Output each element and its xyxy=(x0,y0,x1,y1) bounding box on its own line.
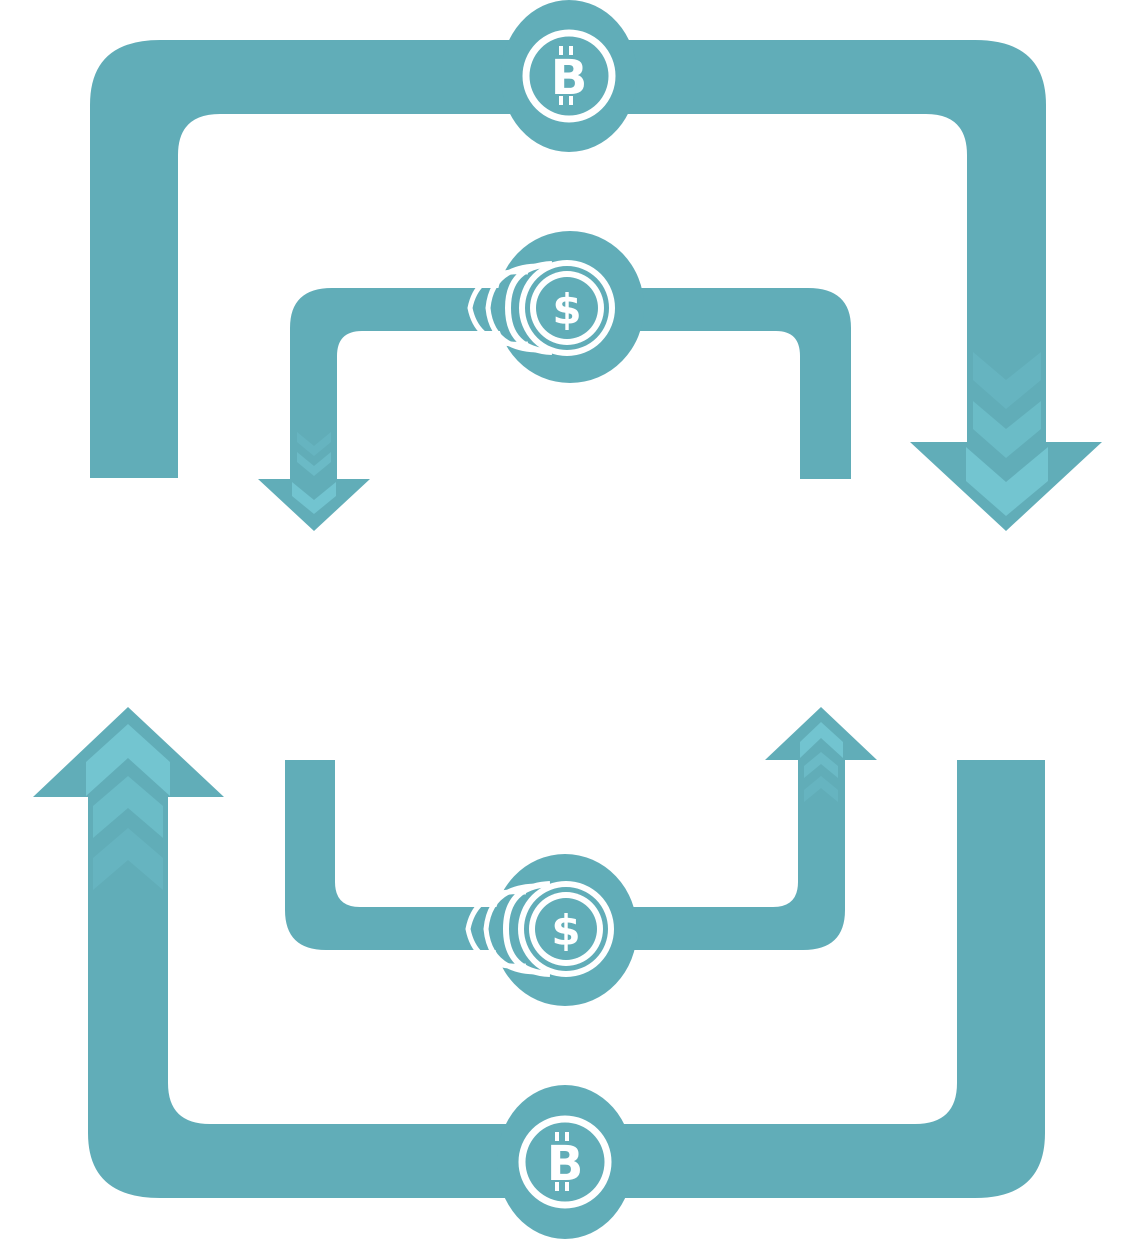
inner-bottom-flow-arrow xyxy=(285,707,877,950)
outer-bottom-flow-arrow xyxy=(33,707,1045,1198)
inner-top-flow-arrow xyxy=(258,288,851,531)
bitcoin-coin-icon-top: B xyxy=(501,0,637,152)
chevron-stripes-right-down xyxy=(966,352,1048,516)
dollar-coin-stack-icon-lower: $ xyxy=(465,854,637,1006)
outer-top-flow-arrow xyxy=(90,40,1102,531)
chevron-stripes-right-up xyxy=(800,722,843,802)
bitcoin-coin-icon-bottom: B xyxy=(497,1085,633,1239)
dollar-coin-stack-icon-upper: $ xyxy=(466,231,644,383)
chevron-stripes-left-down xyxy=(292,432,336,514)
dollar-symbol: $ xyxy=(551,906,580,955)
chevron-stripes-left-up xyxy=(86,724,170,890)
dollar-symbol: $ xyxy=(552,285,581,334)
